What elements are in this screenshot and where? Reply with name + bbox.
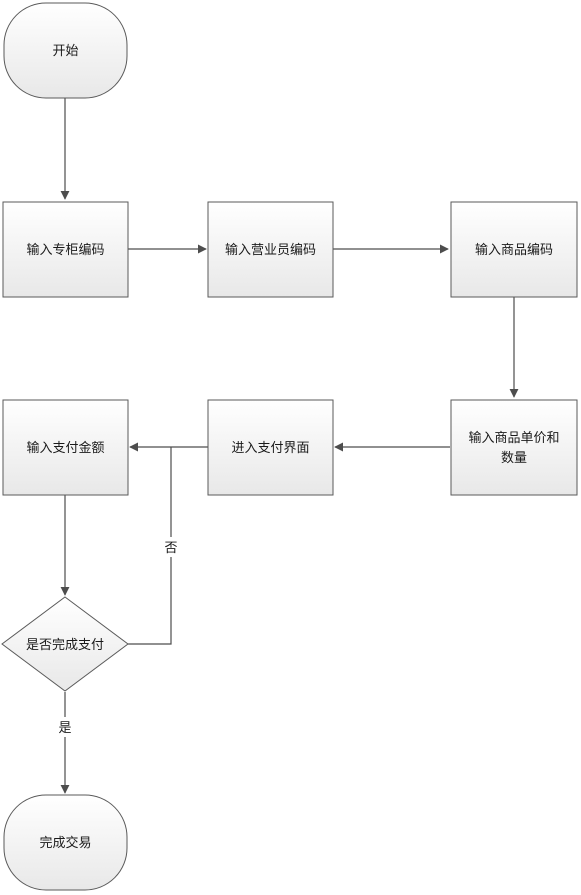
edge-decision-no-loop (128, 447, 172, 645)
node-decision-paid[interactable]: 是否完成支付 (1, 596, 129, 692)
edges (60, 98, 519, 794)
node-label-line-1: 输入商品单价和 (468, 430, 559, 446)
process-shape (2, 399, 129, 496)
node-input-counter-code[interactable]: 输入专柜编码 (2, 201, 129, 298)
node-label-line-2: 数量 (501, 451, 527, 466)
process-shape (450, 399, 578, 496)
node-label: 输入商品编码 (475, 242, 553, 258)
yes-label-bg (56, 717, 74, 737)
edge-label-no: 否 (164, 541, 177, 556)
node-label: 开始 (52, 44, 78, 59)
node-label: 是否完成支付 (26, 638, 104, 653)
decision-shape (1, 596, 129, 692)
process-shape (2, 201, 129, 298)
process-shape (450, 201, 578, 298)
node-label: 输入支付金额 (26, 440, 104, 456)
terminator-shape (3, 794, 128, 891)
node-input-price-quantity[interactable]: 输入商品单价和 数量 (450, 399, 578, 496)
node-start[interactable]: 开始 (3, 2, 128, 99)
node-label: 输入专柜编码 (26, 242, 104, 258)
process-shape (207, 399, 334, 496)
node-input-clerk-code[interactable]: 输入营业员编码 (207, 201, 334, 298)
process-shape (207, 201, 334, 298)
edge-label-yes: 是 (58, 721, 71, 736)
node-input-product-code[interactable]: 输入商品编码 (450, 201, 578, 298)
edge-labels: 否 是 (56, 537, 180, 737)
no-label-bg (162, 537, 180, 557)
node-enter-payment[interactable]: 进入支付界面 (207, 399, 334, 496)
node-input-amount[interactable]: 输入支付金额 (2, 399, 129, 496)
node-end[interactable]: 完成交易 (3, 794, 128, 891)
terminator-shape (3, 2, 128, 99)
node-label: 进入支付界面 (231, 441, 309, 456)
node-label: 输入营业员编码 (225, 242, 316, 258)
node-label: 完成交易 (39, 835, 91, 851)
